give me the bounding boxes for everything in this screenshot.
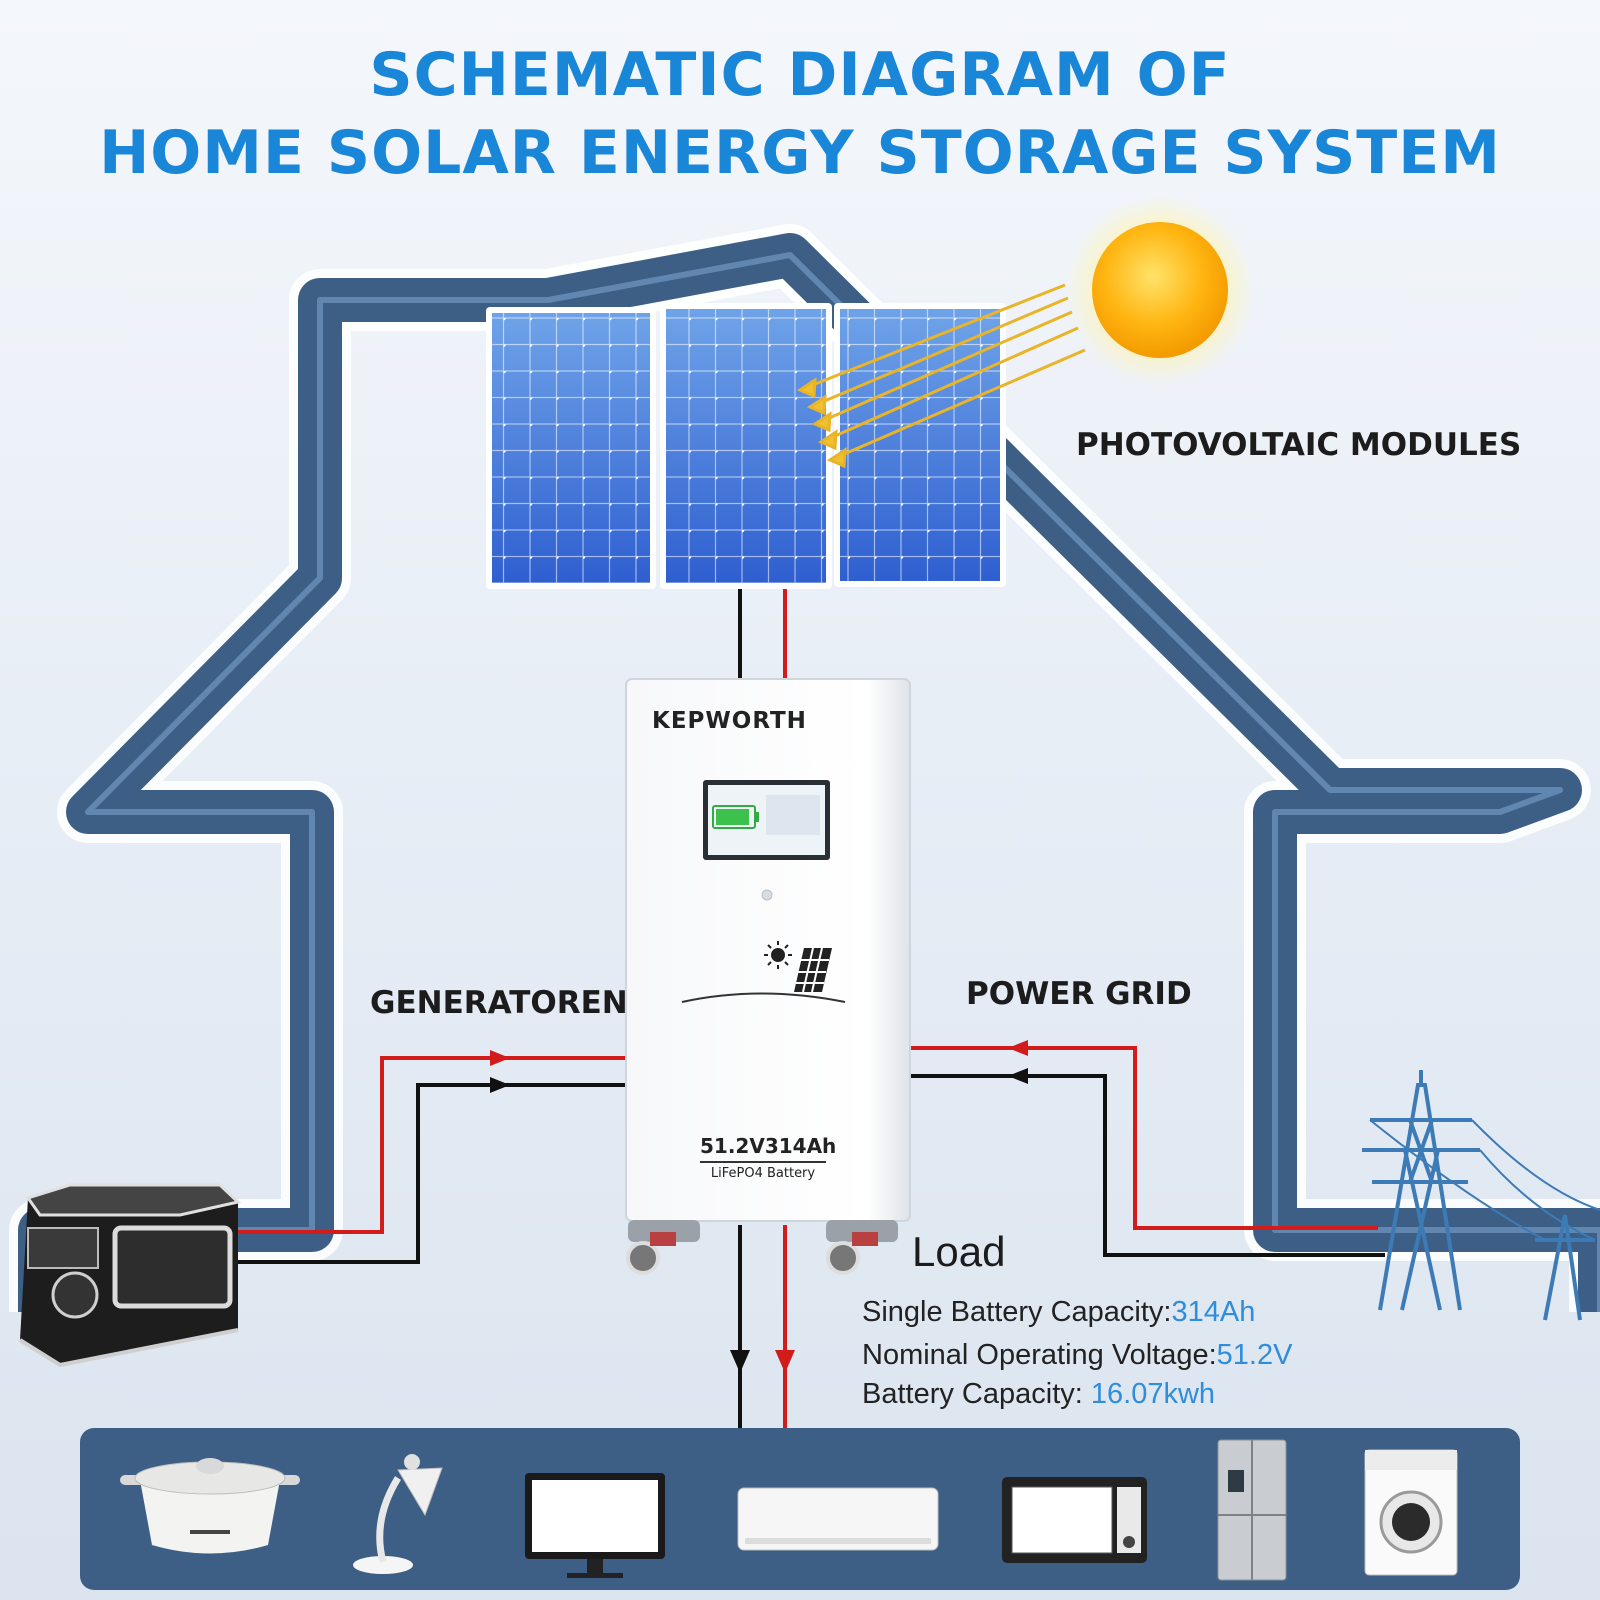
house-outline [9, 224, 1600, 1312]
spec-single-capacity: Single Battery Capacity:314Ah [862, 1296, 1255, 1329]
solar-logo-icon [681, 941, 846, 1003]
power-tower-icon [1362, 1070, 1600, 1321]
spec-label: Single Battery Capacity: [862, 1296, 1172, 1328]
microwave-icon [1002, 1477, 1147, 1563]
monitor-icon [525, 1473, 665, 1578]
unit-wheels [626, 1220, 898, 1275]
washing-machine-icon [1364, 1449, 1458, 1576]
generator-label: GENERATOREN [370, 985, 628, 1021]
spec-battery-capacity: Battery Capacity: 16.07kwh [862, 1378, 1215, 1411]
generator-wires [238, 1050, 625, 1264]
battery-chemistry: LiFePO4 Battery [710, 1166, 816, 1181]
diagram-title-line1: SCHEMATIC DIAGRAM OF [369, 40, 1231, 110]
spec-value: 51.2V [1216, 1339, 1293, 1371]
load-wires [730, 1225, 795, 1428]
battery-unit [625, 678, 911, 1275]
brand-logo: KEPWORTH [652, 708, 807, 734]
spec-nominal-voltage: Nominal Operating Voltage:51.2V [862, 1339, 1292, 1372]
solar-panel-icon [486, 303, 1006, 589]
power-grid-label: POWER GRID [966, 976, 1192, 1012]
diagram-title-line2: HOME SOLAR ENERGY STORAGE SYSTEM [99, 118, 1501, 188]
unit-display [703, 780, 830, 860]
air-conditioner-icon [737, 1487, 939, 1551]
grid-wires [910, 1040, 1385, 1257]
load-label: Load [912, 1228, 1006, 1275]
spec-value: 16.07kwh [1090, 1378, 1216, 1410]
pv-wires [738, 589, 787, 680]
sun-icon [1065, 195, 1255, 385]
desk-lamp-icon [353, 1454, 443, 1574]
refrigerator-icon [1217, 1439, 1287, 1581]
battery-model: 51.2V314Ah [700, 1134, 837, 1158]
spec-value: 314Ah [1171, 1296, 1256, 1328]
rice-cooker-icon [120, 1458, 300, 1554]
generator-icon [18, 1183, 242, 1368]
photovoltaic-label: PHOTOVOLTAIC MODULES [1076, 427, 1522, 463]
spec-label: Battery Capacity: [862, 1378, 1091, 1410]
spec-label: Nominal Operating Voltage: [862, 1339, 1217, 1371]
sun-rays [796, 283, 1086, 469]
